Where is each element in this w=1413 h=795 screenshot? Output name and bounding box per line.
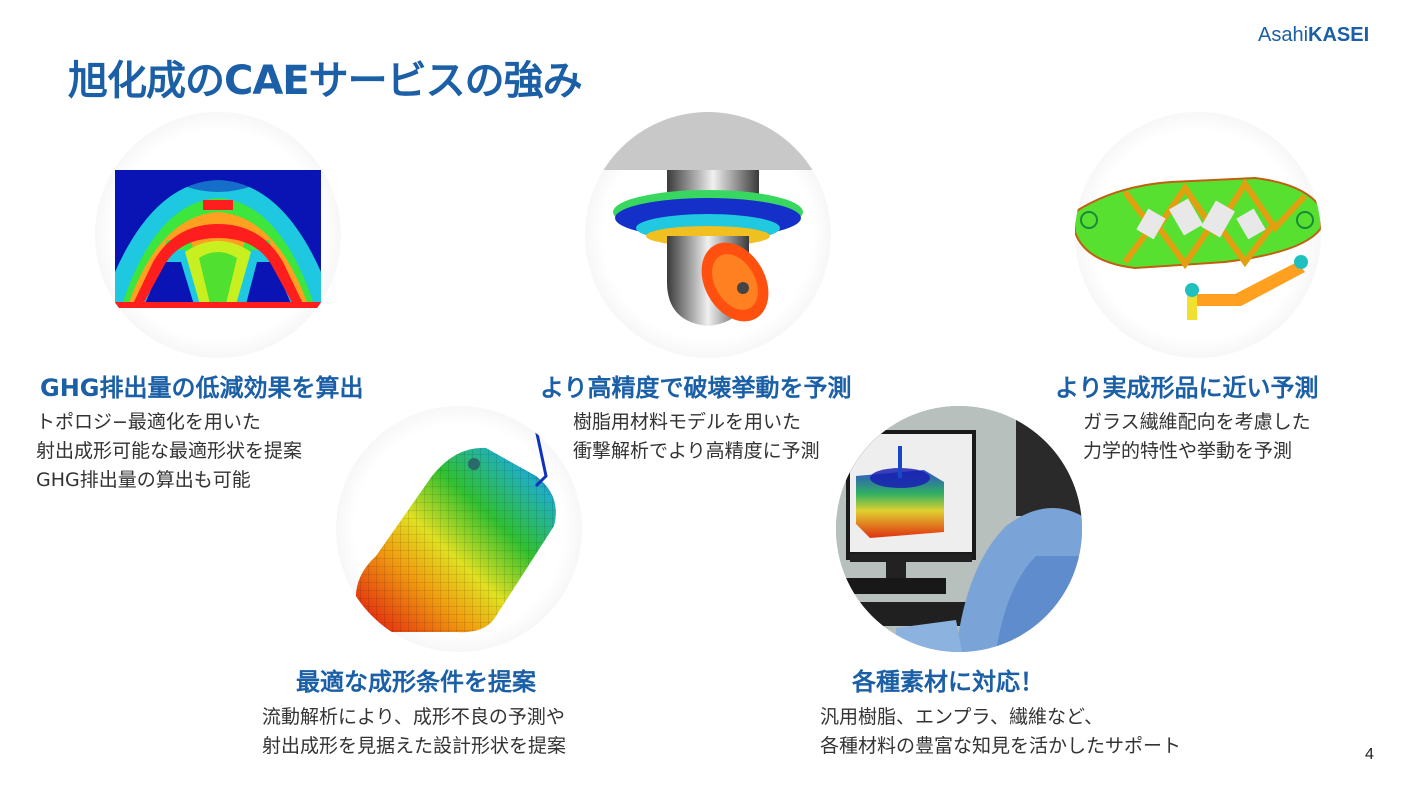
feature-heading-molding: 最適な成形条件を提案	[296, 668, 536, 696]
desc-line: 流動解析により、成形不良の予測や	[262, 706, 565, 728]
feature-heading-ghg: GHG排出量の低減効果を算出	[40, 374, 364, 402]
feature-desc-ghg: トポロジ−最適化を用いた 射出成形可能な最適形状を提案 GHG排出量の算出も可能	[36, 408, 302, 495]
asahi-kasei-logo: AsahiKASEI	[1258, 24, 1369, 47]
desc-line: トポロジ−最適化を用いた	[36, 411, 261, 433]
feature-heading-materials: 各種素材に対応！	[852, 668, 1044, 696]
engineer-workstation-photo-icon	[836, 406, 1082, 652]
page-title: 旭化成のCAEサービスの強み	[68, 58, 583, 104]
desc-line: ガラス繊維配向を考慮した	[1083, 411, 1311, 433]
desc-line: 力学的特性や挙動を予測	[1083, 440, 1293, 462]
impact-fracture-simulation-icon	[585, 112, 831, 358]
desc-line: 射出成形可能な最適形状を提案	[36, 440, 303, 462]
feature-heading-realistic: より実成形品に近い予測	[1055, 374, 1319, 402]
feature-desc-realistic: ガラス繊維配向を考慮した 力学的特性や挙動を予測	[1083, 408, 1311, 466]
feature-desc-materials: 汎用樹脂、エンプラ、繊維など、 各種材料の豊富な知見を活かしたサポート	[820, 703, 1181, 761]
page-number: 4	[1365, 746, 1374, 763]
topology-optimization-contour-icon	[95, 112, 341, 358]
desc-line: 各種材料の豊富な知見を活かしたサポート	[820, 735, 1182, 757]
feature-heading-fracture: より高精度で破壊挙動を予測	[540, 374, 852, 402]
feature-desc-molding: 流動解析により、成形不良の予測や 射出成形を見据えた設計形状を提案	[262, 703, 566, 761]
desc-line: 汎用樹脂、エンプラ、繊維など、	[820, 706, 1104, 728]
desc-line: 樹脂用材料モデルを用いた	[573, 411, 802, 433]
logo-text-asahi: Asahi	[1258, 24, 1309, 46]
flow-analysis-part-icon	[336, 406, 582, 652]
desc-line: GHG排出量の算出も可能	[36, 469, 251, 491]
fiber-orientation-bracket-icon	[1075, 112, 1321, 358]
logo-text-kasei: KASEI	[1308, 24, 1370, 46]
desc-line: 衝撃解析でより高精度に予測	[573, 440, 820, 462]
feature-desc-fracture: 樹脂用材料モデルを用いた 衝撃解析でより高精度に予測	[573, 408, 820, 466]
desc-line: 射出成形を見据えた設計形状を提案	[262, 735, 567, 757]
